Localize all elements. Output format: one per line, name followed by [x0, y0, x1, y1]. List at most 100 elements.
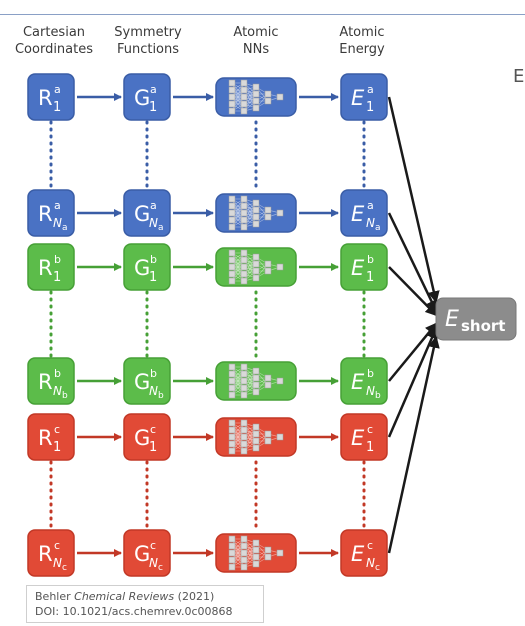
nn-node [276, 93, 284, 101]
node-superscript: b [367, 367, 374, 380]
nn-node [252, 206, 260, 214]
nn-node [252, 220, 260, 228]
nn-node [228, 426, 236, 434]
output-subscript: short [461, 317, 505, 335]
node-superscript: a [150, 83, 157, 96]
node-superscript: b [54, 253, 61, 266]
node-superscript: c [150, 539, 156, 552]
nn-node [228, 535, 236, 543]
nn-node [276, 377, 284, 385]
nn-node [240, 363, 248, 371]
header-symmetry-functions: Symmetry Functions [98, 24, 198, 58]
node-box [27, 189, 75, 237]
sum-arrow [387, 335, 440, 554]
nn-node [240, 256, 248, 264]
summation-arrows [387, 96, 440, 554]
nn-node [252, 83, 260, 91]
nn-node [252, 199, 260, 207]
node-subscript: Nb [53, 384, 68, 401]
nn-node [240, 263, 248, 271]
cropped-edge-letter: E [513, 66, 525, 87]
node-symbol: G [134, 542, 150, 566]
reference-year: (2021) [174, 590, 215, 603]
nn-node [228, 377, 236, 385]
nn-node [252, 381, 260, 389]
nn-node [264, 267, 272, 275]
node-symbol: R [38, 256, 53, 280]
nn-node [240, 556, 248, 564]
node-symbol: E [351, 202, 365, 226]
nn-node [252, 90, 260, 98]
node-superscript: b [367, 253, 374, 266]
reference-doi: DOI: 10.1021/acs.chemrev.0c00868 [35, 605, 233, 618]
nn-node [252, 274, 260, 282]
node-subscript: Nb [366, 384, 381, 401]
nn-node [240, 277, 248, 285]
node-box [27, 243, 75, 291]
nn-node [228, 202, 236, 210]
nn-node [240, 391, 248, 399]
sum-arrow [387, 326, 438, 438]
node-symbol: E [351, 86, 365, 110]
node-subscript: Nc [366, 556, 380, 573]
nn-node [240, 209, 248, 217]
output-energy-box [435, 297, 517, 341]
header-line: Atomic [233, 25, 279, 40]
nn-node [228, 216, 236, 224]
dotted-connectors [49, 120, 366, 530]
nn-node [240, 93, 248, 101]
nn-node [228, 195, 236, 203]
node-symbol: R [38, 86, 53, 110]
node-subscript: Nc [53, 556, 67, 573]
reference-citation: Behler Chemical Reviews (2021) DOI: 10.1… [26, 585, 264, 623]
nn-node [240, 535, 248, 543]
nn-node [228, 79, 236, 87]
nn-node [240, 563, 248, 571]
nn-node [240, 270, 248, 278]
node-box [340, 189, 388, 237]
nn-node [252, 97, 260, 105]
nn-node [252, 388, 260, 396]
node-box [123, 357, 171, 405]
nn-node [240, 447, 248, 455]
nn-node [240, 440, 248, 448]
nn-node [240, 79, 248, 87]
node-symbol: E [351, 256, 365, 280]
nn-node [228, 249, 236, 257]
node-subscript: Na [149, 216, 164, 233]
nn-node [252, 539, 260, 547]
node-superscript: a [150, 199, 157, 212]
nn-node [264, 546, 272, 554]
nn-node [264, 381, 272, 389]
header-line: Symmetry [114, 25, 182, 40]
node-symbol: E [351, 370, 365, 394]
node-superscript: a [367, 83, 374, 96]
node-box [340, 357, 388, 405]
node-subscript: Na [366, 216, 381, 233]
node-box [123, 413, 171, 461]
node-subscript: Nb [149, 384, 164, 401]
nn-node [240, 370, 248, 378]
nn-node [228, 277, 236, 285]
nn-node [240, 223, 248, 231]
nn-node [264, 90, 272, 98]
nn-node [252, 374, 260, 382]
nn-node [252, 437, 260, 445]
node-subscript: Na [53, 216, 68, 233]
node-subscript: 1 [53, 440, 61, 455]
nn-node [228, 93, 236, 101]
nn-node [228, 556, 236, 564]
nn-node [228, 563, 236, 571]
nn-node [228, 223, 236, 231]
nn-node [240, 100, 248, 108]
nn-node [228, 549, 236, 557]
node-superscript: c [367, 423, 373, 436]
node-superscript: c [54, 539, 60, 552]
node-symbol: G [134, 86, 150, 110]
node-subscript: Nc [149, 556, 163, 573]
